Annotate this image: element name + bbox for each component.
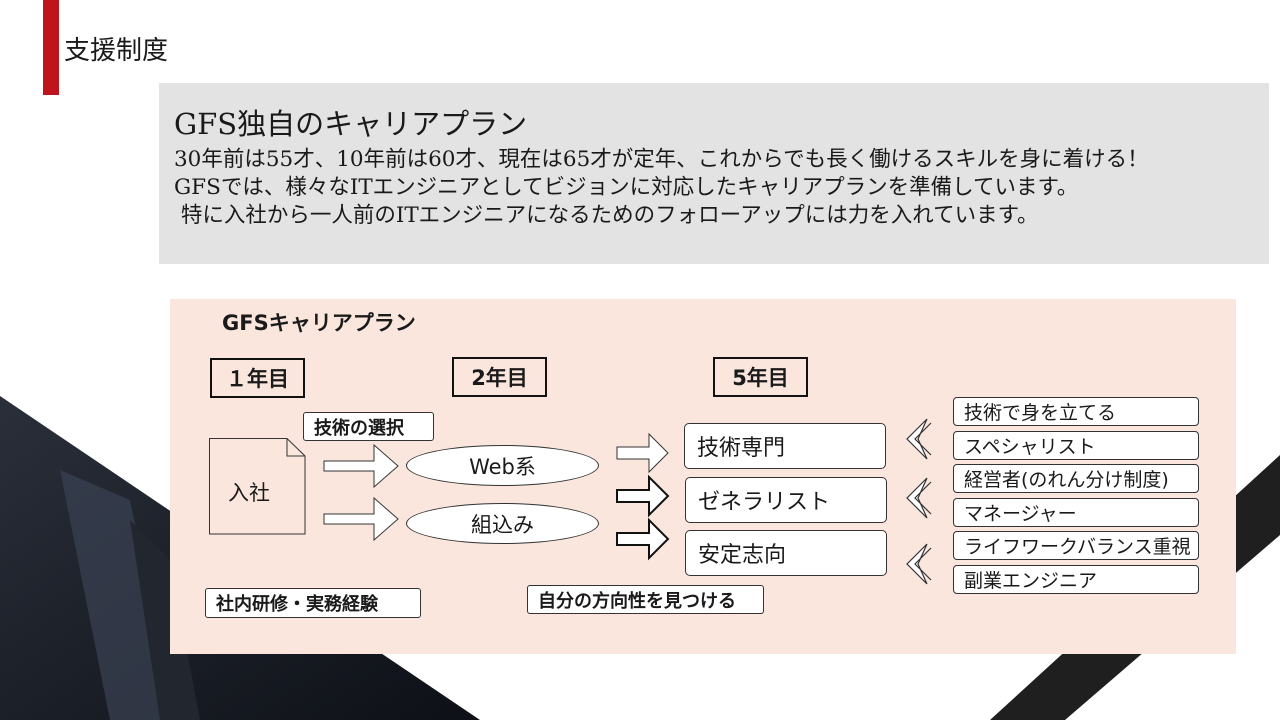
outcome-side-job-engineer: 副業エンジニア: [953, 565, 1199, 594]
tech-choice-label: 技術の選択: [303, 412, 434, 441]
path-generalist: ゼネラリスト: [685, 477, 887, 523]
chevron-left-icon: [903, 476, 933, 520]
outcome-executive: 経営者(のれん分け制度): [953, 464, 1199, 493]
page-title: 支援制度: [64, 30, 168, 67]
title-accent-bar: [43, 0, 59, 95]
track-embedded: 組込み: [406, 503, 599, 544]
intro-heading: GFS独自のキャリアプラン: [174, 101, 527, 143]
find-direction-label: 自分の方向性を見つける: [527, 585, 764, 614]
career-plan-title: GFSキャリアプラン: [222, 307, 416, 337]
entry-label: 入社: [228, 477, 270, 507]
chevron-left-icon: [903, 542, 933, 586]
year-2-label: 2年目: [452, 357, 547, 397]
year-1-label: １年目: [210, 358, 305, 398]
chevron-left-icon: [903, 417, 933, 461]
outcome-manager: マネージャー: [953, 498, 1199, 527]
outcome-specialist: スペシャリスト: [953, 431, 1199, 460]
arrow-right-icon: [615, 519, 675, 564]
outcome-make-living-by-tech: 技術で身を立てる: [953, 397, 1199, 426]
arrow-right-icon: [615, 433, 675, 478]
track-web: Web系: [406, 445, 599, 486]
intro-line-3: 特に入社から一人前のITエンジニアになるためのフォローアップには力を入れています…: [174, 198, 1039, 229]
path-stability: 安定志向: [685, 530, 887, 576]
year-5-label: 5年目: [713, 357, 808, 397]
arrow-right-icon: [322, 496, 402, 546]
path-tech-specialist: 技術専門: [684, 423, 886, 469]
intro-line-1: 30年前は55才、10年前は60才、現在は65才が定年、これからでも長く働けるス…: [174, 142, 1149, 173]
outcome-work-life-balance: ライフワークバランス重視: [953, 531, 1199, 560]
arrow-right-icon: [322, 443, 402, 493]
arrow-right-icon: [615, 476, 675, 521]
intro-line-2: GFSでは、様々なITエンジニアとしてビジョンに対応したキャリアプランを準備して…: [174, 170, 1078, 201]
training-label: 社内研修・実務経験: [205, 588, 421, 618]
